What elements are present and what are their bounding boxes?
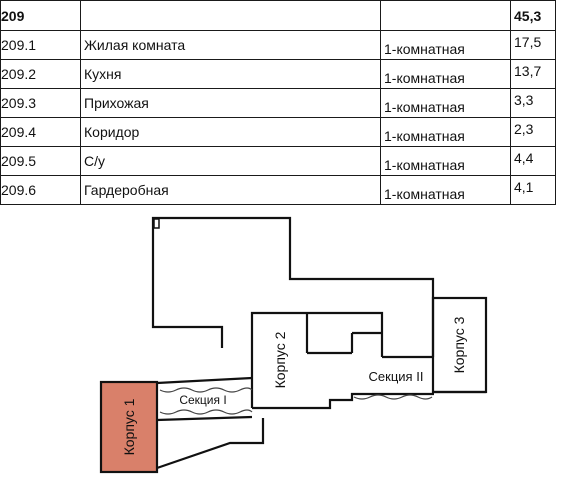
site-plan: Корпус 1 Корпус 2 Корпус 3 Секция I Секц…	[99, 216, 488, 474]
room-type: 1-комнатная	[380, 117, 511, 147]
building-3-label: Корпус 3	[451, 316, 467, 373]
room-code: 209.4	[0, 117, 81, 147]
room-type: 1-комнатная	[380, 88, 511, 118]
room-code: 209.1	[0, 30, 81, 60]
room-code: 209.6	[0, 175, 81, 205]
room-name: Жилая комната	[80, 30, 381, 60]
table-row: 209.1 Жилая комната 1-комнатная 17,5	[0, 30, 556, 60]
building-2-outline	[250, 311, 384, 408]
room-type: 1-комнатная	[380, 146, 511, 176]
room-area: 3,3	[510, 88, 556, 118]
room-type: 1-комнатная	[380, 59, 511, 89]
building-2-label: Корпус 2	[272, 331, 288, 388]
room-area: 4,1	[510, 175, 556, 205]
building-1-highlight	[99, 380, 159, 474]
room-code: 209.2	[0, 59, 81, 89]
room-type: 1-комнатная	[380, 30, 511, 60]
room-code: 209.3	[0, 88, 81, 118]
table-header-row: 209 45,3	[0, 0, 556, 31]
room-name: С/у	[80, 146, 381, 176]
room-area: 13,7	[510, 59, 556, 89]
table-row: 209.6 Гардеробная 1-комнатная 4,1	[0, 175, 556, 205]
room-name: Прихожая	[80, 88, 381, 118]
apartment-code: 209	[0, 0, 81, 31]
room-name: Гардеробная	[80, 175, 381, 205]
header-empty-cell	[80, 0, 381, 31]
room-area: 17,5	[510, 30, 556, 60]
room-area: 4,4	[510, 146, 556, 176]
room-area: 2,3	[510, 117, 556, 147]
table-row: 209.5 С/у 1-комнатная 4,4	[0, 146, 556, 176]
table-row: 209.3 Прихожая 1-комнатная 3,3	[0, 88, 556, 118]
section-1-label: Секция I	[179, 393, 226, 407]
corner-marker	[153, 218, 160, 229]
room-name: Кухня	[80, 59, 381, 89]
building-1-label: Корпус 1	[121, 398, 137, 455]
table-row: 209.4 Коридор 1-комнатная 2,3	[0, 117, 556, 147]
apartment-total-area: 45,3	[510, 0, 556, 31]
section-2-outline	[151, 216, 435, 357]
room-code: 209.5	[0, 146, 81, 176]
section-2-label: Секция II	[369, 369, 424, 384]
header-empty-cell	[380, 0, 511, 31]
room-name: Коридор	[80, 117, 381, 147]
rooms-table: 209 45,3 209.1 Жилая комната 1-комнатная…	[0, 0, 556, 205]
table-row: 209.2 Кухня 1-комнатная 13,7	[0, 59, 556, 89]
